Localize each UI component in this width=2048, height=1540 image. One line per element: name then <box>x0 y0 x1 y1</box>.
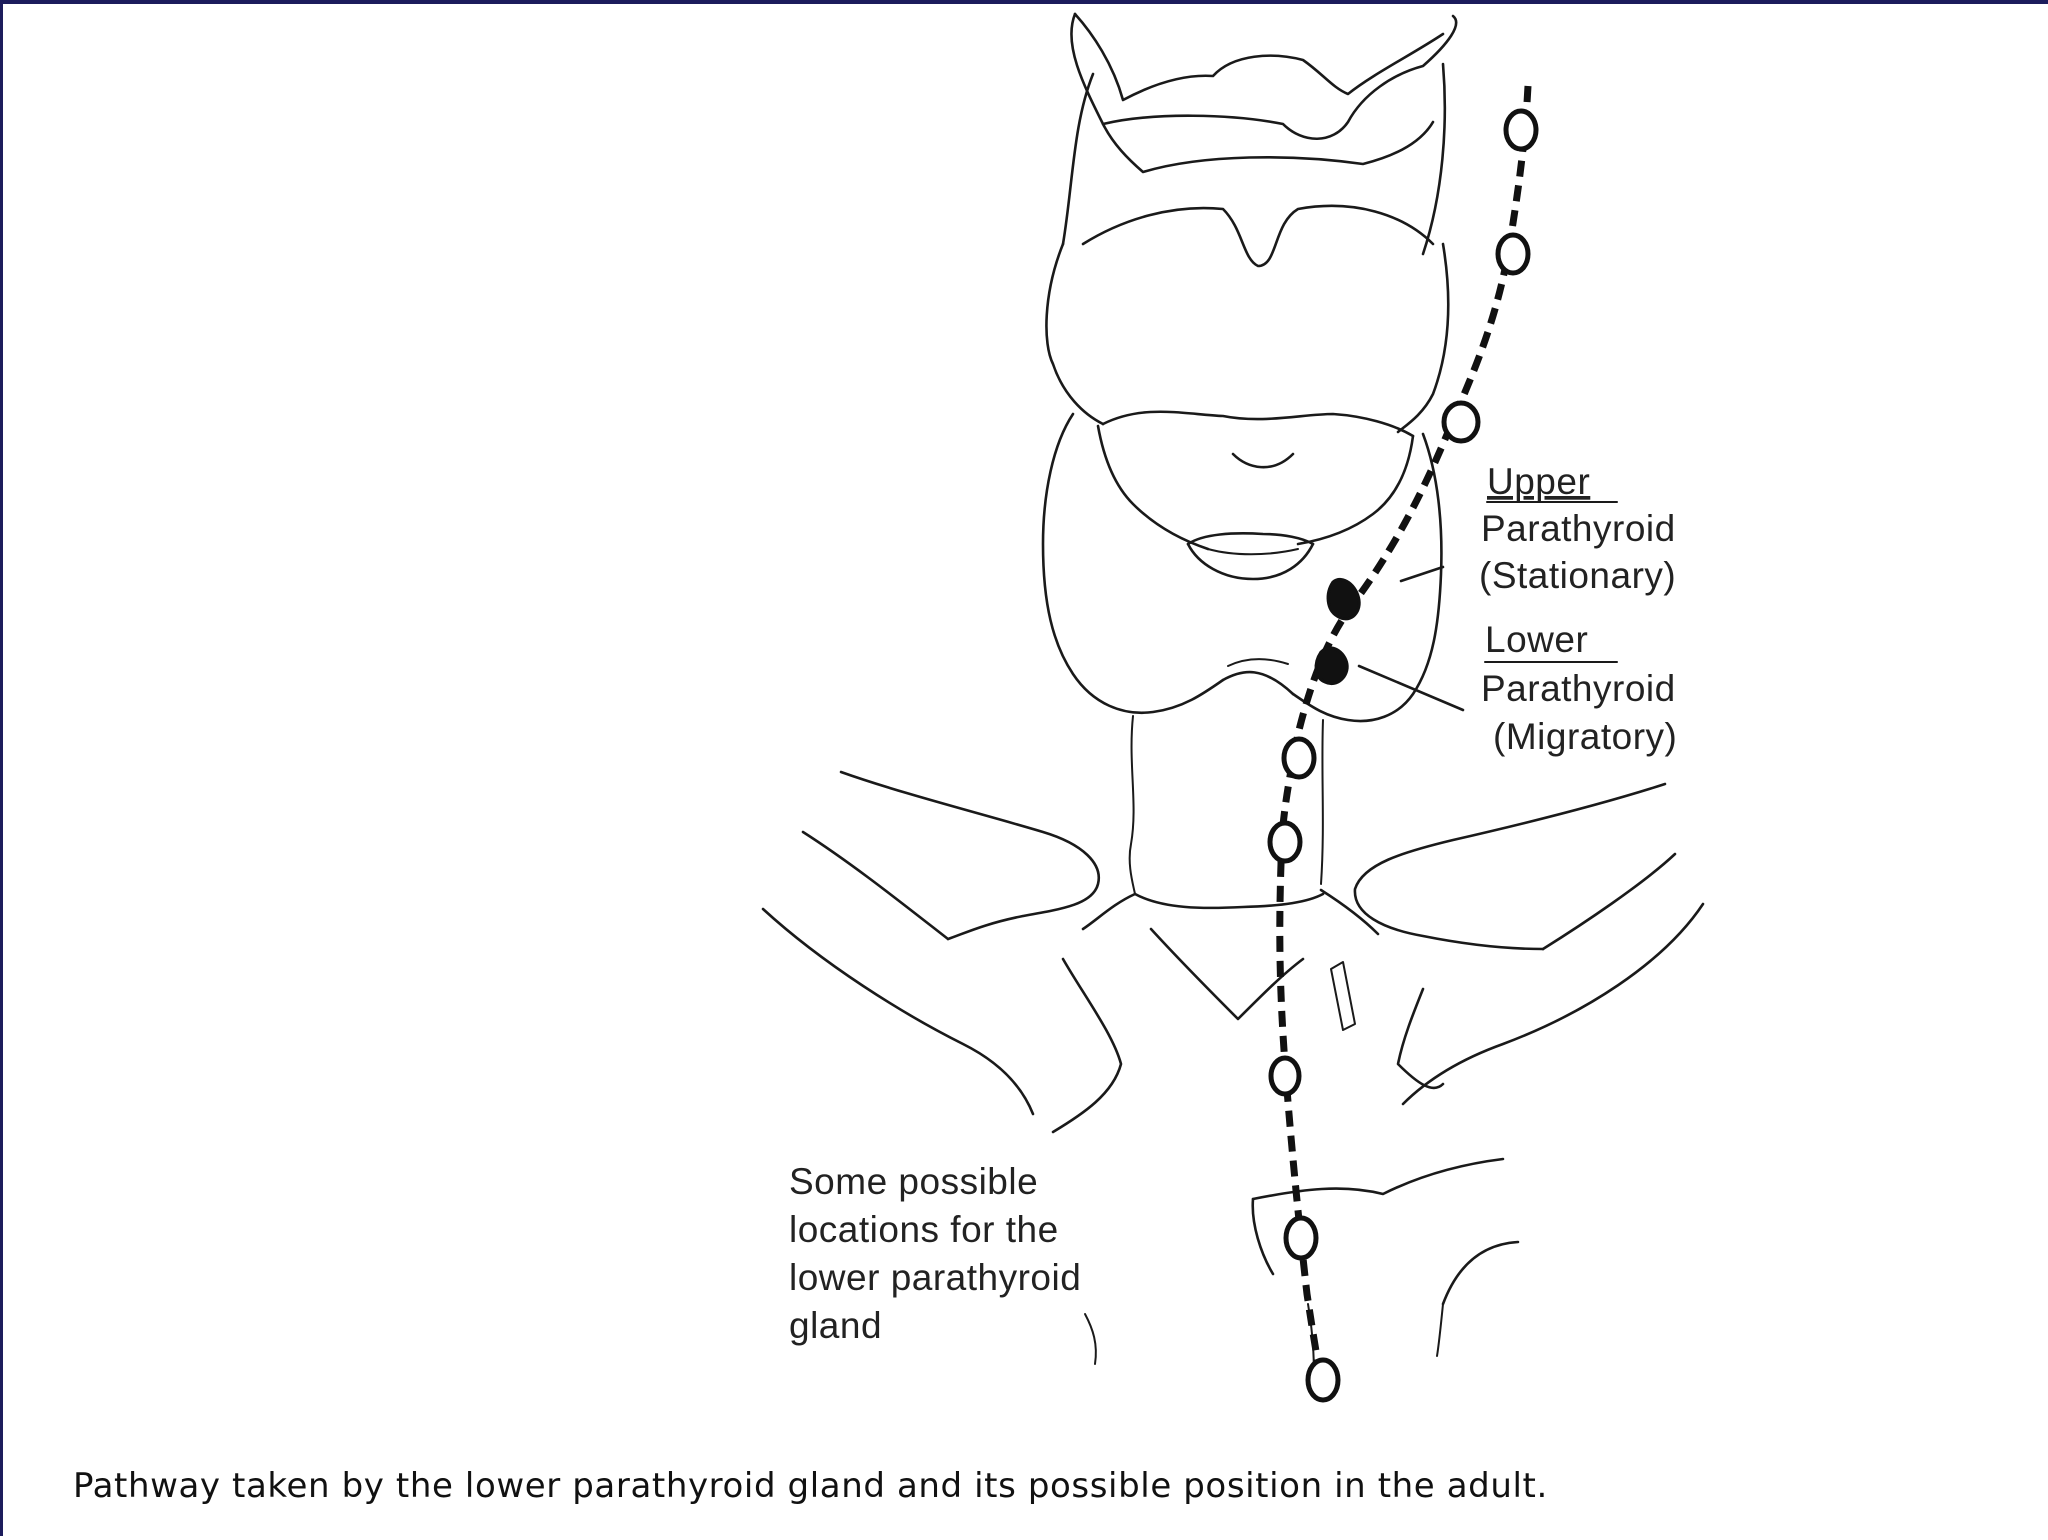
gland-location-marker <box>1305 1357 1341 1403</box>
leader-lines <box>1357 565 1465 712</box>
possible-label-line2: locations for the <box>789 1209 1059 1250</box>
gland-location-marker <box>1281 736 1317 780</box>
lower-parathyroid-gland <box>1314 646 1349 685</box>
parathyroid-pathway-diagram: Upper Parathyroid (Stationary) Lower Par… <box>761 12 1705 1403</box>
possible-label-line1: Some possible <box>789 1161 1038 1202</box>
upper-label-title: Upper <box>1487 461 1590 502</box>
upper-label-line2: Parathyroid <box>1481 508 1676 549</box>
gland-location-markers <box>1267 108 1539 1403</box>
clavicles <box>761 770 1705 1116</box>
possible-locations-label: Some possible locations for the lower pa… <box>789 1161 1081 1346</box>
gland-location-marker <box>1268 1055 1302 1097</box>
lower-label-title: Lower <box>1485 619 1588 660</box>
lower-label-line3: (Migratory) <box>1493 716 1677 757</box>
thyroid-gland <box>1041 412 1443 723</box>
figure-caption: Pathway taken by the lower parathyroid g… <box>73 1466 1548 1506</box>
thyroid-cartilage <box>1045 12 1458 438</box>
upper-parathyroid-gland <box>1326 577 1361 621</box>
gland-location-marker <box>1441 400 1481 444</box>
gland-location-marker <box>1495 232 1531 276</box>
possible-label-line3: lower parathyroid <box>789 1257 1081 1298</box>
lower-parathyroid-label: Lower Parathyroid (Migratory) <box>1481 619 1677 757</box>
lower-label-line2: Parathyroid <box>1481 668 1676 709</box>
gland-location-marker <box>1267 820 1303 864</box>
possible-label-line4: gland <box>789 1305 882 1346</box>
trachea <box>1128 715 1325 910</box>
migration-pathway <box>1276 85 1532 1380</box>
sternum-and-ribs <box>1051 927 1520 1390</box>
gland-location-marker <box>1283 1215 1319 1261</box>
upper-parathyroid-label: Upper Parathyroid (Stationary) <box>1479 461 1676 596</box>
cricoid-cartilage <box>1096 424 1415 581</box>
gland-location-marker <box>1503 108 1539 152</box>
upper-label-line3: (Stationary) <box>1479 555 1676 596</box>
